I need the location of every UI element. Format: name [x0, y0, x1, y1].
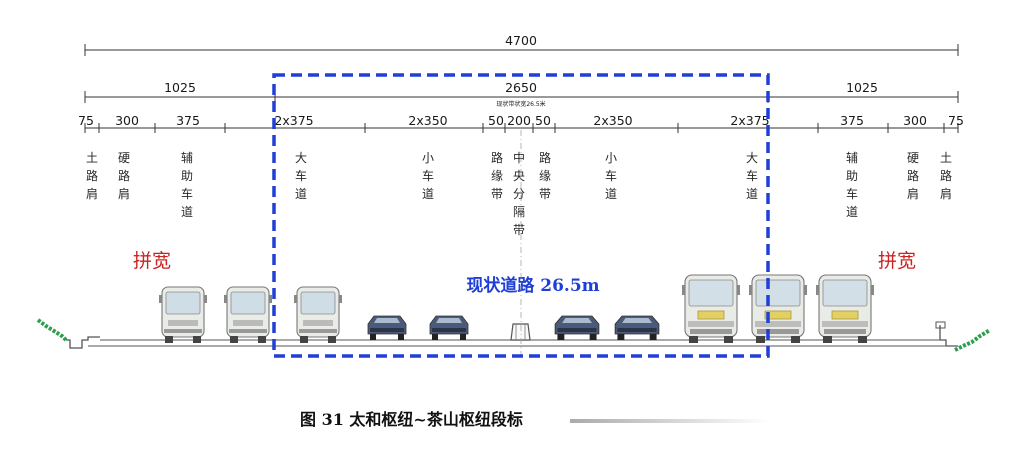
lane-label: 辅助车道 [846, 151, 858, 219]
lane-width: 375 [840, 113, 864, 128]
middle-group-width: 2650 [505, 80, 537, 95]
car-icon [554, 315, 600, 341]
total-width: 4700 [505, 33, 537, 48]
lane-label: 大车道 [295, 151, 307, 201]
bus-icon [815, 274, 875, 344]
left-group-width: 1025 [164, 80, 196, 95]
lane-width: 200 [507, 113, 531, 128]
lane-width: 300 [115, 113, 139, 128]
lane-width: 2x350 [593, 113, 632, 128]
existing-road-label: 现状道路 26.5m [466, 275, 599, 296]
lane-width: 300 [903, 113, 927, 128]
median-barrier [510, 323, 531, 341]
lane-label: 中央分隔带 [513, 150, 525, 237]
lane-width: 2x350 [408, 113, 447, 128]
lane-label: 大车道 [746, 151, 758, 201]
lane-label: 辅助车道 [181, 151, 193, 219]
car-icon [367, 315, 407, 341]
lane-label: 土路肩 [86, 151, 98, 201]
figure-caption: 图 31 太和枢纽~茶山枢纽段标 [300, 410, 523, 429]
lane-label: 小车道 [422, 151, 434, 201]
lane-labels: 土路肩 硬路肩 辅助车道 大车道 小车道 路缘带 中央分隔带 路缘带 小车道 大… [86, 150, 952, 237]
existing-road-box [272, 73, 770, 358]
car-icon [429, 315, 469, 341]
bus-icon [681, 274, 741, 344]
lane-width: 75 [948, 113, 964, 128]
lane-width: 50 [488, 113, 504, 128]
bus-icon [223, 286, 273, 344]
lane-width: 2x375 [730, 113, 769, 128]
lane-label: 土路肩 [940, 151, 952, 201]
lane-width: 75 [78, 113, 94, 128]
lane-width: 2x375 [274, 113, 313, 128]
lane-label: 路缘带 [539, 150, 551, 201]
right-group-width: 1025 [846, 80, 878, 95]
bus-icon [293, 286, 343, 344]
lane-width-labels: 75 300 375 2x375 2x350 50 200 50 2x350 2… [78, 113, 964, 128]
widen-label-right: 拼宽 [878, 250, 916, 272]
lane-label: 硬路肩 [907, 151, 919, 201]
lane-width: 50 [535, 113, 551, 128]
bus-icon [748, 274, 808, 344]
existing-width-note: 现状带状宽26.5米 [496, 100, 545, 108]
caption-fade-bar [570, 419, 770, 423]
lane-label: 硬路肩 [118, 151, 130, 201]
grass-slope-right [954, 328, 992, 352]
grass-slope-left [36, 318, 68, 342]
lane-label: 路缘带 [491, 150, 503, 201]
car-icon [614, 315, 660, 341]
bus-icon [158, 286, 208, 344]
lane-label: 小车道 [605, 151, 617, 201]
widen-label-left: 拼宽 [133, 250, 171, 272]
lane-width: 375 [176, 113, 200, 128]
